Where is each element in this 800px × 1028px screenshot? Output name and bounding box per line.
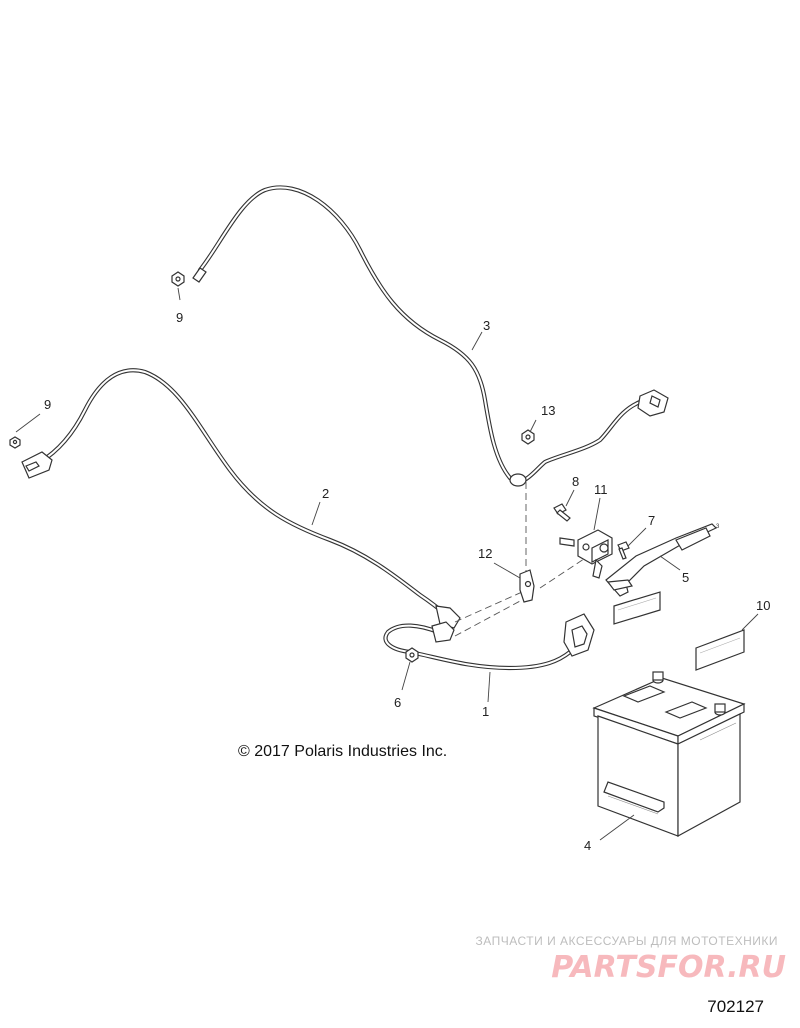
watermark-tagline: ЗАПЧАСТИ И АКСЕССУАРЫ ДЛЯ МОТОТЕХНИКИ [476,934,778,948]
nut-13 [521,429,535,445]
callout-9-upper: 9 [176,310,183,325]
copyright: © 2017 Polaris Industries Inc. [238,743,447,760]
pad-10 [695,629,745,671]
callout-9-left: 9 [44,397,51,412]
assembly-line [454,591,523,623]
callout-10: 10 [756,598,770,613]
callout-3: 3 [483,318,490,333]
bracket-12 [519,569,535,603]
callout-5: 5 [682,570,689,585]
tiny-label: 3 [716,524,720,530]
assembly-line [454,599,523,637]
cable-3 [192,185,669,487]
cable-2 [21,368,461,629]
pad-5 [613,591,661,625]
callout-8: 8 [572,474,579,489]
figure-number: 702127 [707,997,764,1016]
callout-4: 4 [584,838,591,853]
battery-4 [592,671,746,838]
callout-7: 7 [648,513,655,528]
nut-9-upper [171,271,185,287]
callout-11: 11 [594,482,608,497]
watermark-logo: PARTSFOR.RU [551,950,786,985]
cable-1 [383,613,595,671]
callout-2: 2 [322,486,329,501]
bolt-8 [553,503,571,522]
assembly-line [539,554,591,589]
callout-12: 12 [478,546,492,561]
callout-13: 13 [541,403,555,418]
callout-1: 1 [482,704,489,719]
relay-11 [559,529,613,579]
callout-6: 6 [394,695,401,710]
nut-9-left [9,436,21,449]
nut-6 [405,647,419,663]
screw-7 [617,541,630,560]
bracket-5 [605,523,718,597]
